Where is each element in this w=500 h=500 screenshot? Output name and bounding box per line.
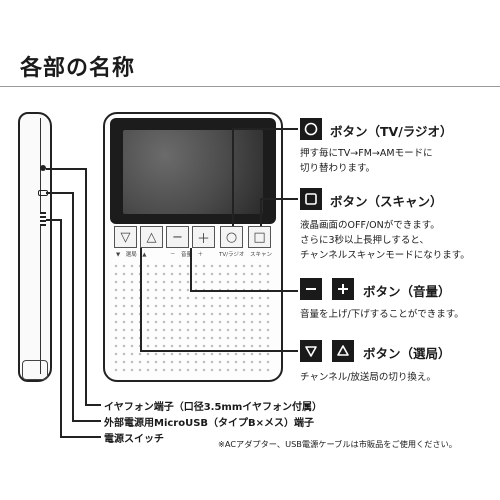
- leader-line-usb-drop: [72, 192, 74, 421]
- power-switch-callout: 電源スイッチ: [104, 434, 164, 445]
- volume-up-button[interactable]: ＋: [192, 226, 215, 248]
- channel-down-button[interactable]: ▽: [114, 226, 137, 248]
- micro-usb-callout: 外部電源用MicroUSB（タイプB×メス）端子: [104, 418, 315, 429]
- accessory-note: ※ACアダプター、USB電源ケーブルは市販品をご使用ください。: [218, 439, 457, 449]
- device-side-edge: [40, 118, 51, 374]
- scan-button-label: スキャン: [250, 252, 273, 258]
- leader-line-channel: [140, 350, 298, 352]
- leader-line-channel-drop: [140, 248, 142, 351]
- tv-radio-feature-title: ボタン（TV/ラジオ）: [330, 124, 453, 139]
- leader-line-volume: [190, 290, 298, 292]
- volume-feature-title: ボタン（音量）: [363, 284, 451, 299]
- lcd-screen: [123, 130, 263, 214]
- channel-button-label: ▼ 選局 ▲: [116, 252, 147, 258]
- scan-desc-line1: 液晶画面のOFF/ONができます。: [300, 220, 440, 231]
- scan-desc-line2: さらに3秒以上長押しすると、: [300, 235, 429, 246]
- volume-down-button[interactable]: −: [166, 226, 189, 248]
- plus-button-icon: [332, 278, 354, 300]
- minus-button-icon: [300, 278, 322, 300]
- tv-radio-desc-line2: 切り替わります。: [300, 163, 376, 174]
- channel-desc-line1: チャンネル/放送局の切り換え。: [300, 372, 436, 383]
- leader-line-volume-drop: [190, 248, 192, 291]
- leader-line-switch-drop: [60, 219, 62, 437]
- page-title: 各部の名称: [20, 56, 136, 81]
- volume-button-label: － 音量 ＋: [170, 252, 204, 258]
- speaker-grille: [112, 262, 274, 374]
- earphone-jack-callout: イヤフォン端子（口径3.5mmイヤフォン付属）: [104, 402, 322, 413]
- title-divider: [0, 86, 500, 87]
- device-side-foot: [22, 360, 48, 380]
- leader-line-scan: [260, 198, 298, 200]
- scan-feature-title: ボタン（スキャン）: [330, 194, 443, 209]
- leader-line-tv-radio-drop: [232, 128, 234, 226]
- channel-up-button[interactable]: △: [140, 226, 163, 248]
- leader-line-usb-end: [72, 420, 101, 422]
- scan-desc-line3: チャンネルスキャンモードになります。: [300, 250, 470, 261]
- scan-button[interactable]: □: [248, 226, 271, 248]
- leader-line-switch-end: [60, 436, 101, 438]
- power-switch: [40, 212, 46, 226]
- leader-line-jack-drop: [85, 168, 87, 405]
- up-button-icon: [332, 340, 354, 362]
- device-side-view: [18, 112, 52, 382]
- leader-line-jack: [46, 168, 86, 170]
- leader-line-usb: [46, 192, 73, 194]
- leader-line-switch: [46, 219, 61, 221]
- volume-desc-line1: 音量を上げ/下げすることができます。: [300, 309, 464, 320]
- circle-button-icon: [300, 118, 322, 140]
- leader-line-tv-radio: [232, 128, 298, 130]
- tv-radio-button[interactable]: ○: [220, 226, 243, 248]
- leader-line-jack-end: [85, 404, 101, 406]
- tv-radio-button-label: TV/ラジオ: [219, 252, 245, 258]
- square-button-icon: [300, 188, 322, 210]
- channel-feature-title: ボタン（選局）: [363, 346, 451, 361]
- tv-radio-desc-line1: 押す毎にTV→FM→AMモードに: [300, 148, 433, 159]
- leader-line-scan-drop: [260, 198, 262, 226]
- earphone-jack: [40, 165, 46, 171]
- down-button-icon: [300, 340, 322, 362]
